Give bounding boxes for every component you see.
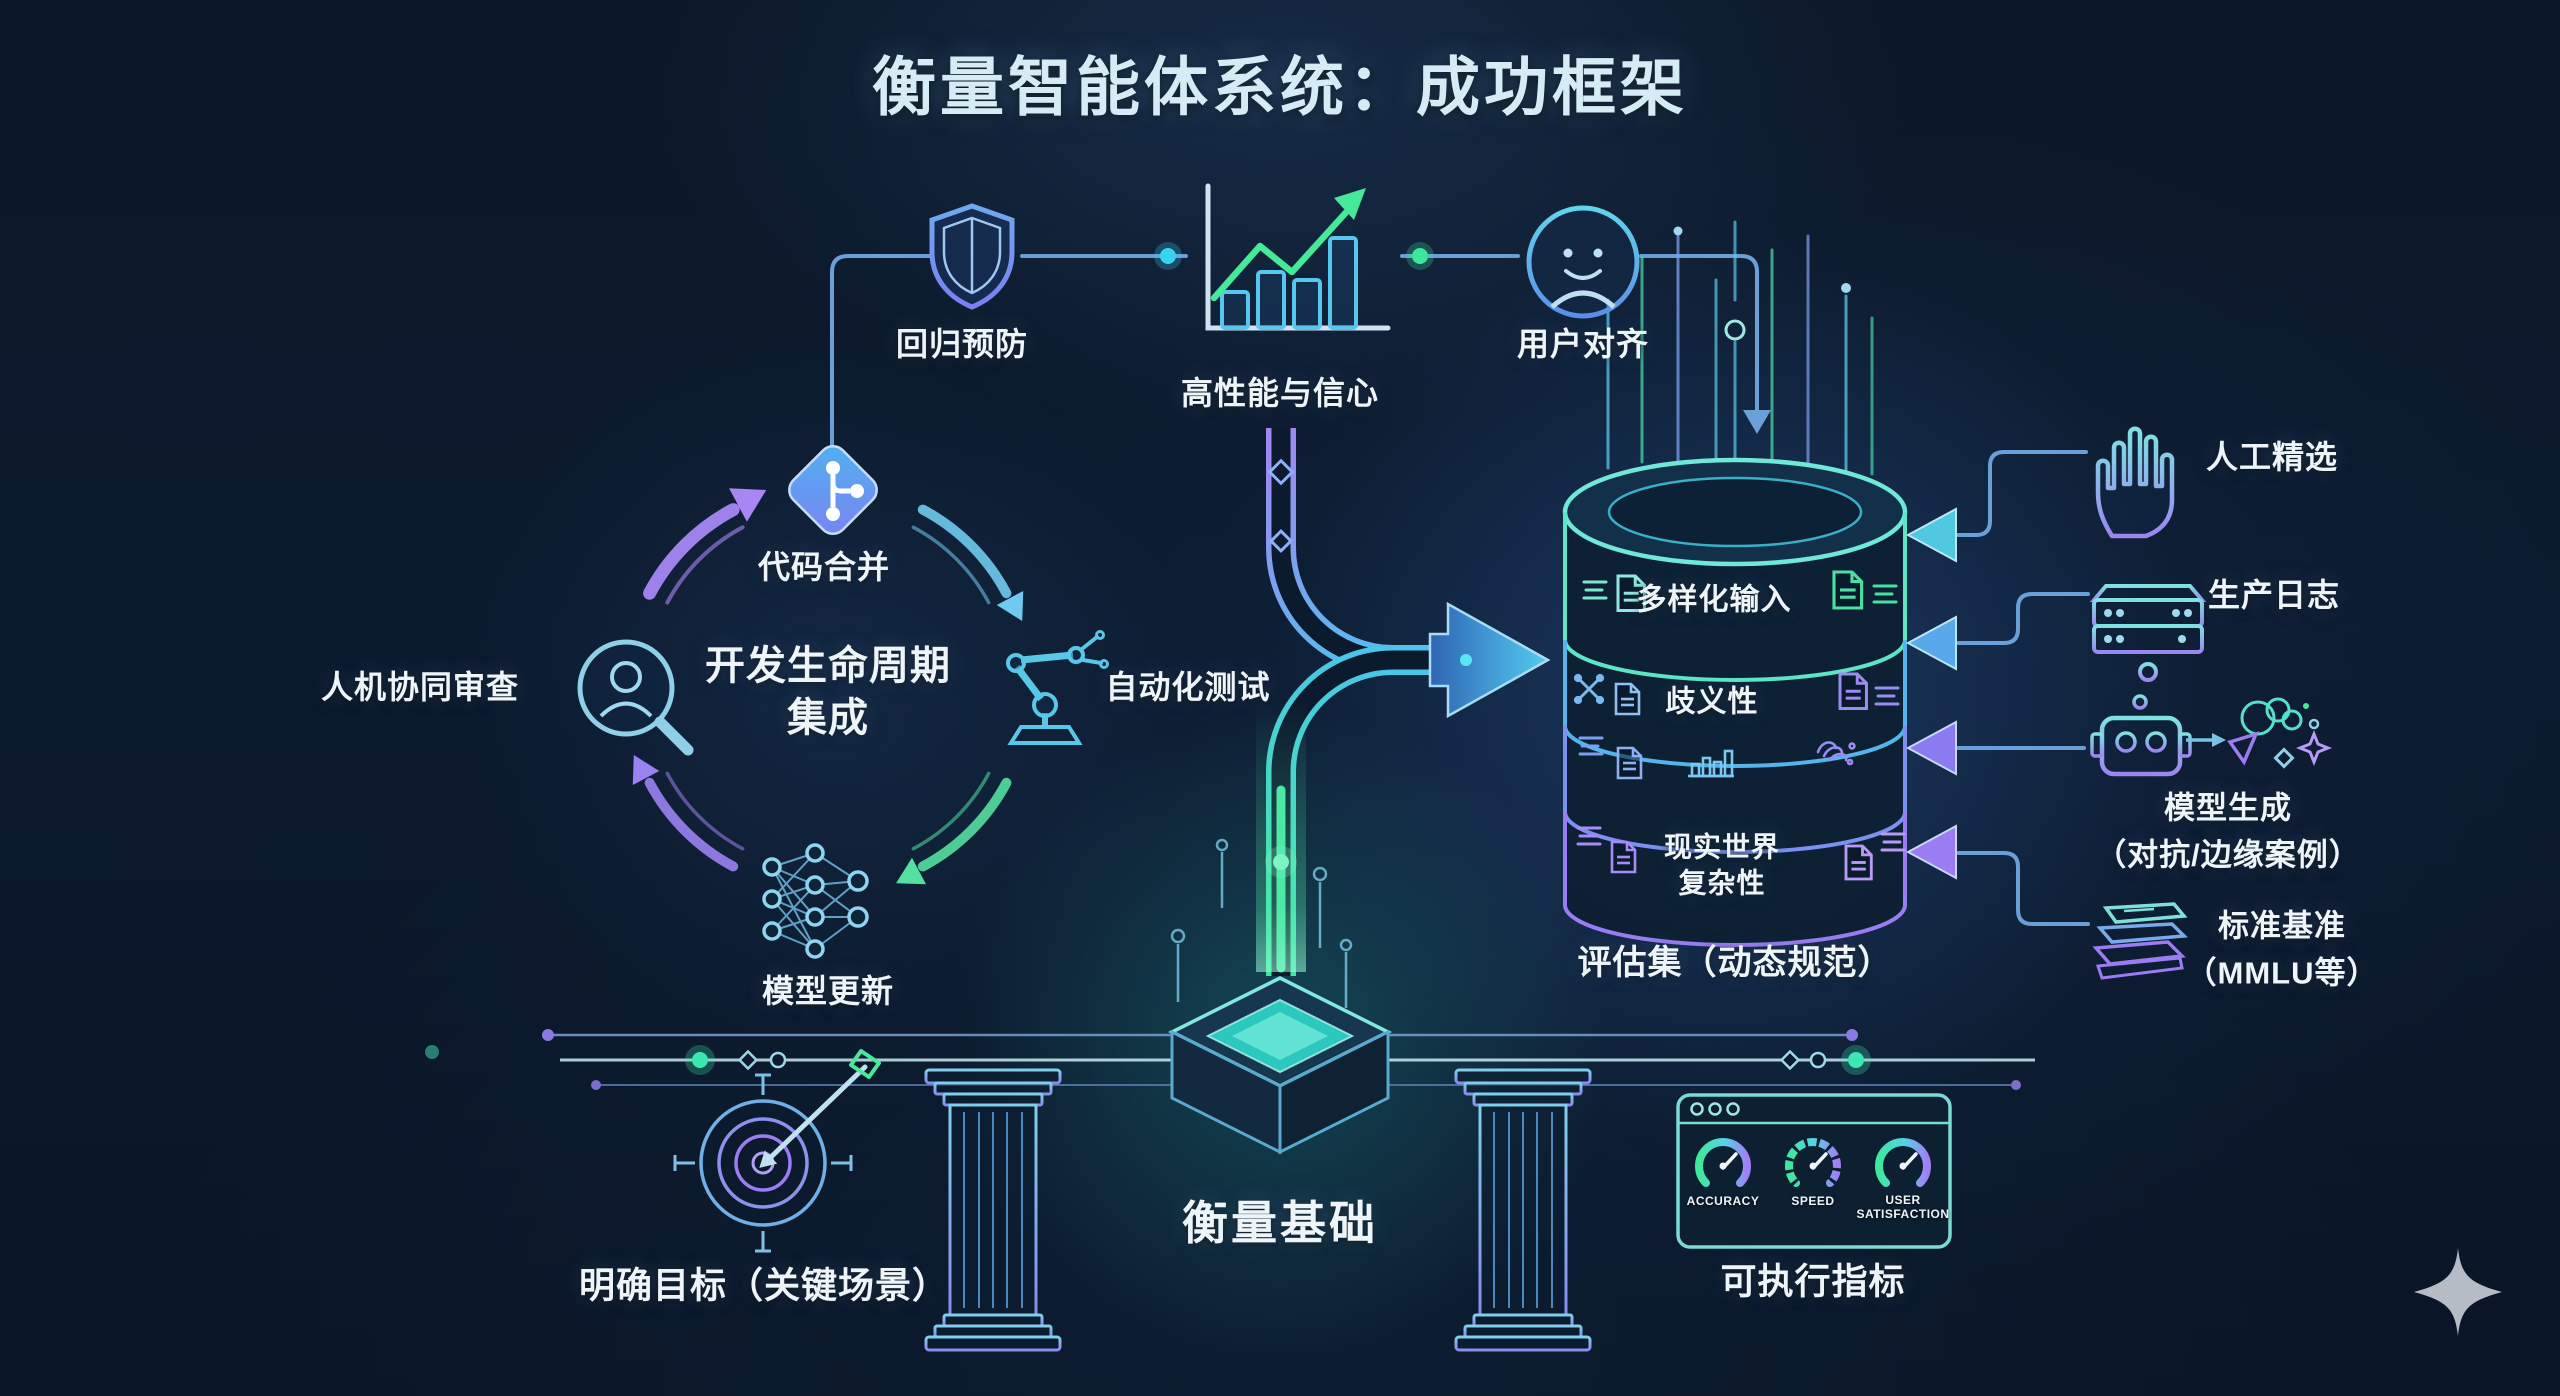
pillar-left xyxy=(924,1068,1062,1352)
cycle-arrowhead-icon xyxy=(996,590,1024,621)
books-icon xyxy=(2092,902,2188,980)
shield-icon xyxy=(929,203,1015,310)
merge-pipe xyxy=(1256,428,1551,976)
label-actionable-metrics: 可执行指标 xyxy=(1720,1260,1906,1302)
gauge-label-accuracy: ACCURACY xyxy=(1686,1194,1760,1209)
platform-lines xyxy=(425,1029,2035,1090)
down-arrowhead-icon xyxy=(1743,410,1771,434)
window-dots-icon xyxy=(1690,1102,1740,1116)
label-production-logs: 生产日志 xyxy=(2207,577,2341,614)
pipe-diamond-icon xyxy=(1268,528,1294,554)
data-streams xyxy=(1606,220,1874,476)
pillar-right xyxy=(1454,1068,1592,1352)
left-arrowhead-icon xyxy=(1905,507,1957,563)
gauge-accuracy-icon xyxy=(1695,1138,1751,1187)
magnifier-person-icon xyxy=(577,639,694,756)
left-arrowhead-icon xyxy=(1905,720,1957,776)
label-benchmarks: 标准基准 （MMLU等） xyxy=(2185,908,2379,991)
label-human-curated: 人工精选 xyxy=(2205,439,2339,476)
label-eval-set-caption: 评估集（动态规范） xyxy=(1577,943,1893,982)
robot-arm-icon xyxy=(1006,630,1109,745)
cycle-arrowhead-icon xyxy=(729,488,767,522)
label-automated-testing: 自动化测试 xyxy=(1105,669,1271,706)
energy-beam xyxy=(1256,700,1306,972)
foundation-cube-icon xyxy=(1168,838,1392,1155)
label-code-merge: 代码合并 xyxy=(757,549,891,586)
growth-chart-icon xyxy=(1205,183,1391,331)
label-human-review: 人机协同审查 xyxy=(320,669,520,706)
git-merge-icon xyxy=(788,445,878,535)
evaluation-database xyxy=(1562,457,1908,947)
label-clear-goals: 明确目标（关键场景） xyxy=(578,1264,950,1306)
gauge-label-speed: SPEED xyxy=(1791,1194,1835,1209)
label-regression-prevention: 回归预防 xyxy=(895,326,1029,363)
cycle-arrowhead-icon xyxy=(896,857,927,885)
metrics-dashboard xyxy=(1676,1093,1952,1249)
gauge-speed-icon xyxy=(1784,1137,1842,1187)
gauge-label-user-satisfaction: USER SATISFACTION xyxy=(1856,1193,1950,1221)
user-smile-icon xyxy=(1526,205,1640,319)
pipe-arrow-icon xyxy=(1428,601,1551,719)
neural-network-icon xyxy=(762,843,869,959)
label-user-alignment: 用户对齐 xyxy=(1516,326,1650,363)
cycle-arrowhead-icon xyxy=(632,755,660,786)
top-connectors xyxy=(830,242,1771,448)
target-arrow-icon xyxy=(673,1049,881,1253)
hand-icon xyxy=(2095,426,2175,539)
sparkle-icon xyxy=(2414,1248,2502,1336)
cycle-arcs xyxy=(632,488,1024,885)
label-db-ambiguity: 歧义性 xyxy=(1665,685,1759,719)
left-arrowhead-icon xyxy=(1905,615,1957,671)
label-performance-confidence: 高性能与信心 xyxy=(1180,375,1380,412)
label-db-real-world: 现实世界 复杂性 xyxy=(1663,831,1781,899)
cycle-glow xyxy=(468,328,1188,1048)
label-measurement-foundation: 衡量基础 xyxy=(1182,1197,1378,1250)
source-connectors xyxy=(1905,450,2090,926)
left-arrowhead-icon xyxy=(1905,824,1957,880)
label-db-diverse-inputs: 多样化输入 xyxy=(1636,583,1792,617)
gauge-user-satisfaction-icon xyxy=(1875,1138,1931,1187)
label-model-updates: 模型更新 xyxy=(761,973,895,1010)
robot-burst-icon xyxy=(2090,694,2333,777)
label-model-generated: 模型生成 （对抗/边缘案例） xyxy=(2095,790,2361,873)
burst-shapes-icon xyxy=(2227,697,2333,769)
label-cycle-center: 开发生命周期 集成 xyxy=(705,644,951,740)
pipe-diamond-icon xyxy=(1267,458,1295,486)
right-arrow-icon xyxy=(2186,733,2226,747)
page-title: 衡量智能体系统：成功框架 xyxy=(872,51,1688,124)
server-icon xyxy=(2089,584,2207,682)
